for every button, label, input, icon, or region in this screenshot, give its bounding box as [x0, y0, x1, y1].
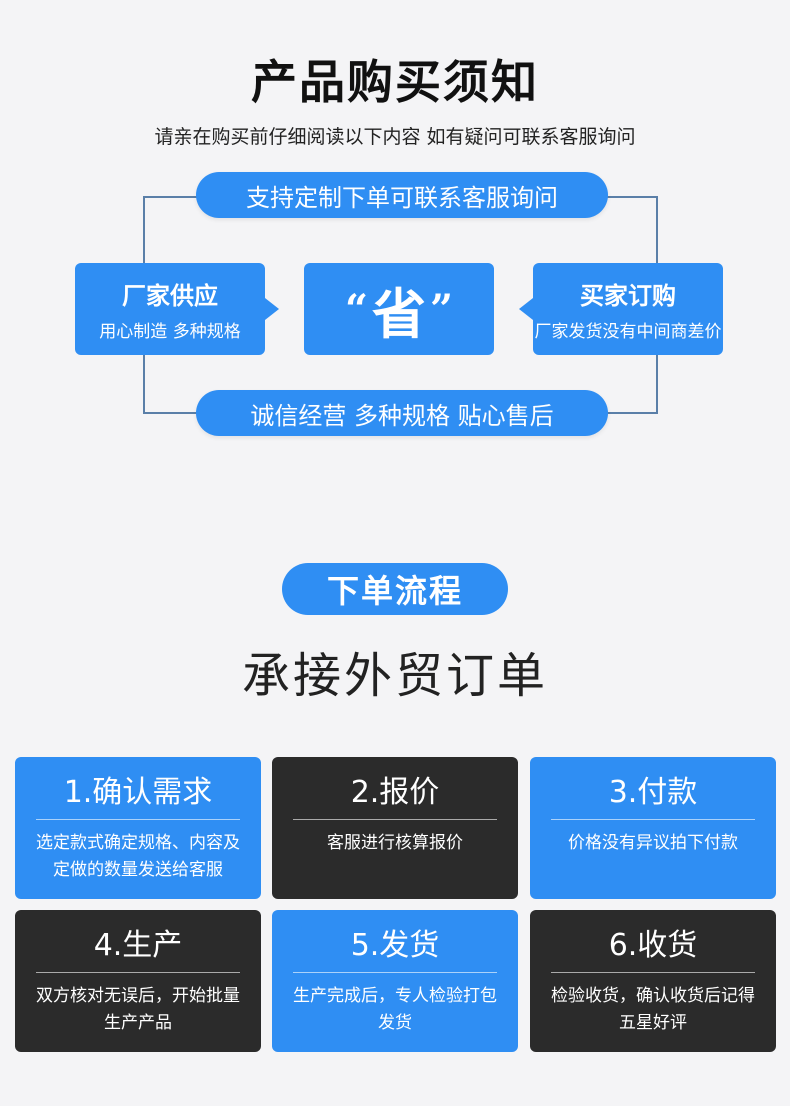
- step-card-3: 3.付款 价格没有异议拍下付款: [530, 757, 776, 899]
- buyer-order-sub: 厂家发货没有中间商差价: [534, 322, 722, 342]
- buyer-order-box: 买家订购 厂家发货没有中间商差价: [533, 263, 723, 355]
- factory-supply-box: 厂家供应 用心制造 多种规格: [75, 263, 265, 355]
- factory-supply-sub: 用心制造 多种规格: [99, 322, 241, 342]
- step-desc: 选定款式确定规格、内容及定做的数量发送给客服: [36, 833, 240, 880]
- step-divider: [293, 819, 497, 820]
- save-word: 省: [372, 282, 426, 346]
- page-title: 产品购买须知: [251, 55, 539, 109]
- save-badge: “ 省 ”: [304, 263, 494, 355]
- step-title: 5.发货: [350, 928, 440, 963]
- arrow-right-icon: [265, 298, 279, 320]
- step-card-5: 5.发货 生产完成后，专人检验打包发货: [272, 910, 518, 1052]
- step-card-1: 1.确认需求 选定款式确定规格、内容及定做的数量发送给客服: [15, 757, 261, 899]
- step-title: 3.付款: [608, 775, 698, 810]
- buyer-order-heading: 买家订购: [580, 282, 676, 310]
- open-quote: “: [344, 285, 368, 333]
- step-desc: 客服进行核算报价: [327, 833, 463, 853]
- step-title: 1.确认需求: [63, 775, 213, 810]
- page-subtitle: 请亲在购买前仔细阅读以下内容 如有疑问可联系客服询问: [154, 126, 636, 148]
- step-card-6: 6.收货 检验收货，确认收货后记得五星好评: [530, 910, 776, 1052]
- step-divider: [551, 819, 755, 820]
- step-card-2: 2.报价 客服进行核算报价: [272, 757, 518, 899]
- step-title: 4.生产: [93, 928, 183, 963]
- close-quote: ”: [430, 285, 454, 333]
- step-divider: [293, 972, 497, 973]
- arrow-left-icon: [519, 298, 533, 320]
- step-divider: [551, 972, 755, 973]
- order-flow-badge: 下单流程: [282, 563, 508, 615]
- step-divider: [36, 819, 240, 820]
- custom-order-pill: 支持定制下单可联系客服询问: [196, 172, 608, 218]
- step-divider: [36, 972, 240, 973]
- step-title: 2.报价: [350, 775, 440, 810]
- step-desc: 价格没有异议拍下付款: [568, 833, 738, 853]
- factory-supply-heading: 厂家供应: [122, 282, 218, 310]
- step-desc: 双方核对无误后，开始批量生产产品: [36, 986, 240, 1033]
- step-card-4: 4.生产 双方核对无误后，开始批量生产产品: [15, 910, 261, 1052]
- step-title: 6.收货: [608, 928, 698, 963]
- step-desc: 检验收货，确认收货后记得五星好评: [551, 986, 755, 1033]
- step-desc: 生产完成后，专人检验打包发货: [293, 986, 497, 1033]
- integrity-pill: 诚信经营 多种规格 贴心售后: [196, 390, 608, 436]
- flow-title: 承接外贸订单: [241, 648, 548, 704]
